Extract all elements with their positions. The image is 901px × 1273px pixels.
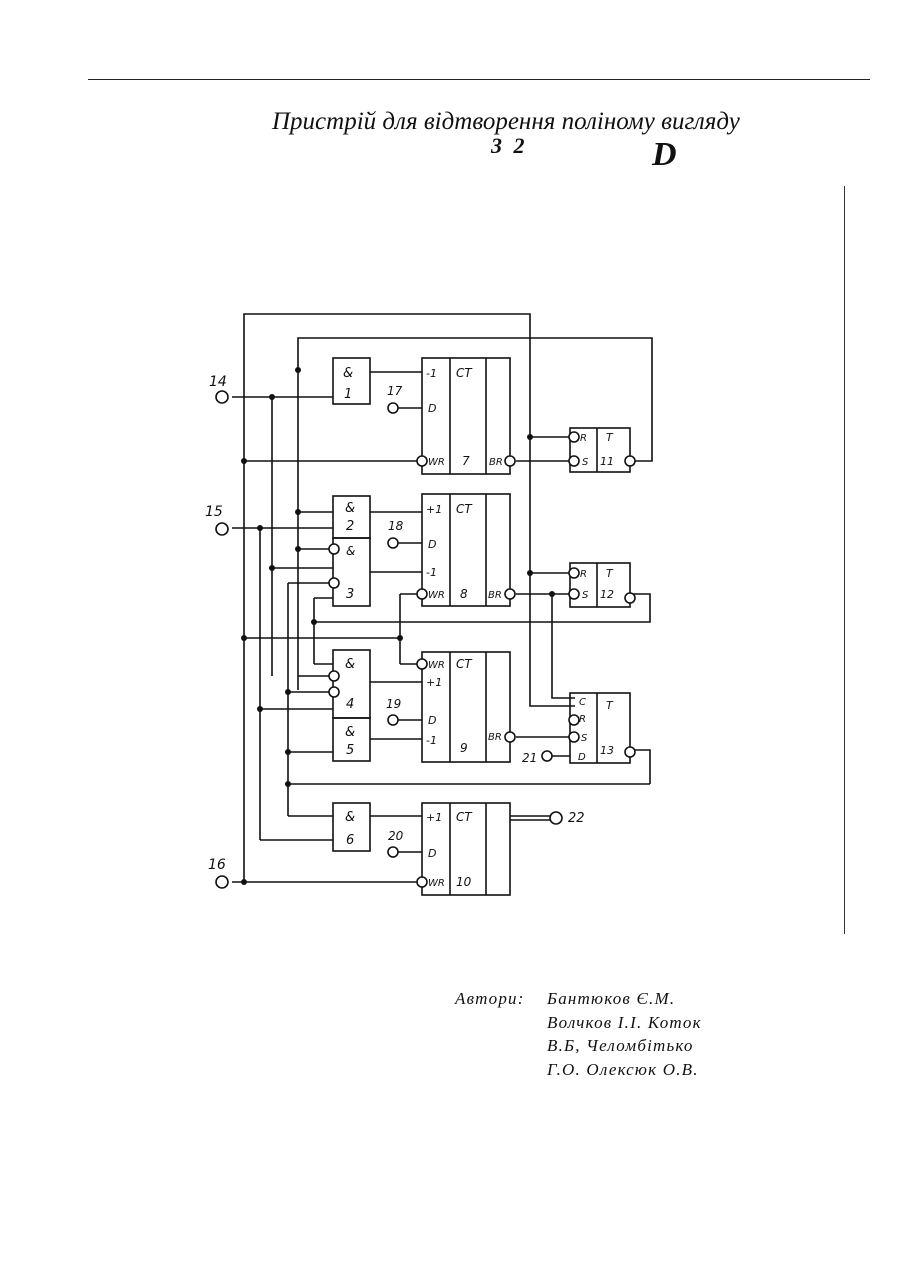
counter-number: 7 — [462, 454, 470, 468]
terminal-label-22: 22 — [568, 811, 585, 826]
terminal-label-15: 15 — [205, 504, 223, 520]
pin-label: WR — [428, 590, 445, 601]
counter-10: +1 D WR CT 10 — [422, 803, 510, 895]
trigger-head: T — [606, 699, 614, 712]
counter-7: -1 D WR CT 7 BR — [422, 358, 510, 474]
trigger-12: R S T 12 — [570, 563, 630, 607]
pin-label: BR — [489, 457, 503, 468]
pin-label: D — [428, 538, 436, 551]
counter-number: 9 — [460, 741, 468, 755]
pin-label: +1 — [426, 676, 442, 689]
authors-line-1: Бантюков Є.М. — [547, 989, 675, 1009]
terminal-label-17: 17 — [387, 384, 403, 398]
terminal-label-21: 21 — [522, 751, 537, 765]
pin-label: C — [579, 697, 586, 708]
terminal-label-16: 16 — [208, 857, 226, 873]
counter-head: CT — [456, 810, 473, 824]
pin-label: D — [428, 714, 436, 727]
gate-symbol: & — [343, 366, 353, 381]
gate-1: & 1 — [333, 358, 370, 404]
terminal-label-20: 20 — [388, 829, 404, 843]
authors-line-2: Волчков І.І. Коток — [547, 1013, 702, 1033]
gate-number: 1 — [344, 387, 352, 402]
gate-symbol: & — [345, 725, 355, 740]
authors-label: Автори: — [455, 989, 525, 1009]
pin-label: S — [581, 733, 588, 744]
pin-label: -1 — [426, 734, 437, 747]
gate-symbol: & — [345, 657, 355, 672]
gate-5: & 5 — [333, 718, 370, 761]
gate-4: & 4 — [333, 650, 370, 718]
counter-number: 8 — [460, 587, 468, 601]
gate-2: & 2 — [333, 496, 370, 538]
counter-head: CT — [456, 657, 473, 671]
pin-label: WR — [428, 878, 445, 889]
terminal-label-18: 18 — [388, 519, 404, 533]
trigger-number: 13 — [600, 744, 614, 757]
counter-head: CT — [456, 366, 473, 380]
pin-label: R — [580, 433, 587, 444]
pin-label: R — [580, 569, 587, 580]
pin-label: BR — [488, 732, 502, 743]
counter-head: CT — [456, 502, 473, 516]
trigger-head: T — [606, 431, 614, 444]
gate-inverted-inputs — [329, 544, 339, 697]
pin-label: +1 — [426, 503, 442, 516]
pin-label: S — [582, 590, 589, 601]
counter-8: +1 D -1 WR CT 8 BR — [422, 494, 510, 606]
gate-number: 3 — [346, 587, 354, 602]
gate-number: 2 — [346, 519, 354, 534]
gate-symbol: & — [345, 810, 355, 825]
pin-label: WR — [428, 660, 445, 671]
gate-number: 6 — [346, 833, 354, 848]
pin-label: -1 — [426, 566, 437, 579]
counter-number: 10 — [456, 875, 472, 889]
trigger-13: C R S D T 13 — [570, 693, 630, 763]
pin-label: +1 — [426, 811, 442, 824]
gate-symbol: & — [346, 544, 355, 558]
terminal-label-14: 14 — [209, 374, 227, 390]
pin-label: S — [582, 457, 589, 468]
gate-number: 4 — [346, 697, 354, 712]
trigger-number: 11 — [600, 455, 614, 468]
pin-label: D — [428, 847, 436, 860]
gate-6: & 6 — [333, 803, 370, 851]
pin-label: WR — [428, 457, 445, 468]
authors-line-4: Г.О. Олексюк О.В. — [547, 1060, 699, 1080]
pin-label: R — [579, 714, 586, 725]
gate-number: 5 — [346, 743, 354, 758]
counter-9: WR +1 D -1 CT 9 BR — [422, 652, 510, 762]
pin-label: BR — [488, 590, 502, 601]
gate-symbol: & — [345, 501, 355, 516]
terminal-label-19: 19 — [386, 697, 401, 711]
trigger-head: T — [606, 567, 614, 580]
trigger-number: 12 — [600, 588, 614, 601]
authors-line-3: В.Б, Челомбітько — [547, 1036, 694, 1056]
pin-label: -1 — [426, 367, 437, 380]
pin-label: D — [428, 402, 436, 415]
terminal-labels: 14 15 16 17 18 19 20 21 22 — [205, 374, 585, 873]
pin-label: D — [578, 752, 586, 763]
